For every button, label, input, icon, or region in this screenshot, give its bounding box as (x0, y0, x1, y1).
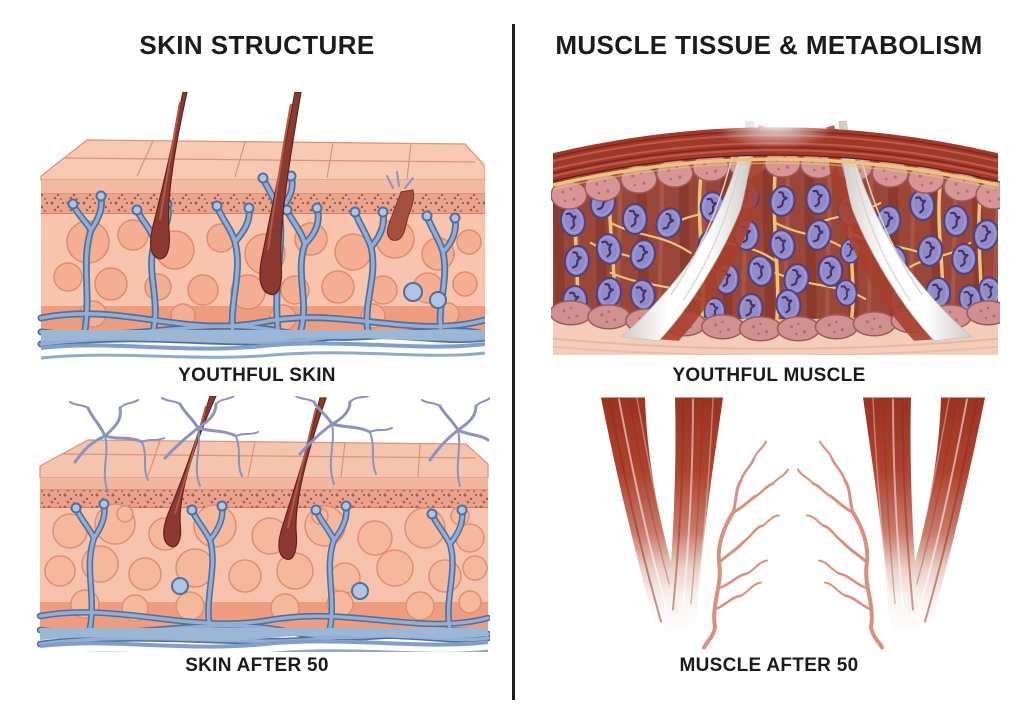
muscle-after-50-illustration (599, 397, 987, 650)
vertical-divider (512, 24, 515, 700)
youthful-muscle-illustration (551, 103, 1000, 355)
muscle-tissue-title: MUSCLE TISSUE & METABOLISM (555, 30, 983, 60)
youthful-skin-illustration (37, 92, 485, 360)
muscle-after-50-caption: MUSCLE AFTER 50 (679, 655, 859, 676)
youthful-muscle-caption: YOUTHFUL MUSCLE (672, 365, 866, 386)
youthful-skin-caption: YOUTHFUL SKIN (178, 365, 336, 386)
skin-after-50-caption: SKIN AFTER 50 (185, 655, 329, 676)
skin-after-50-illustration (36, 396, 490, 652)
skin-structure-title: SKIN STRUCTURE (139, 30, 375, 60)
